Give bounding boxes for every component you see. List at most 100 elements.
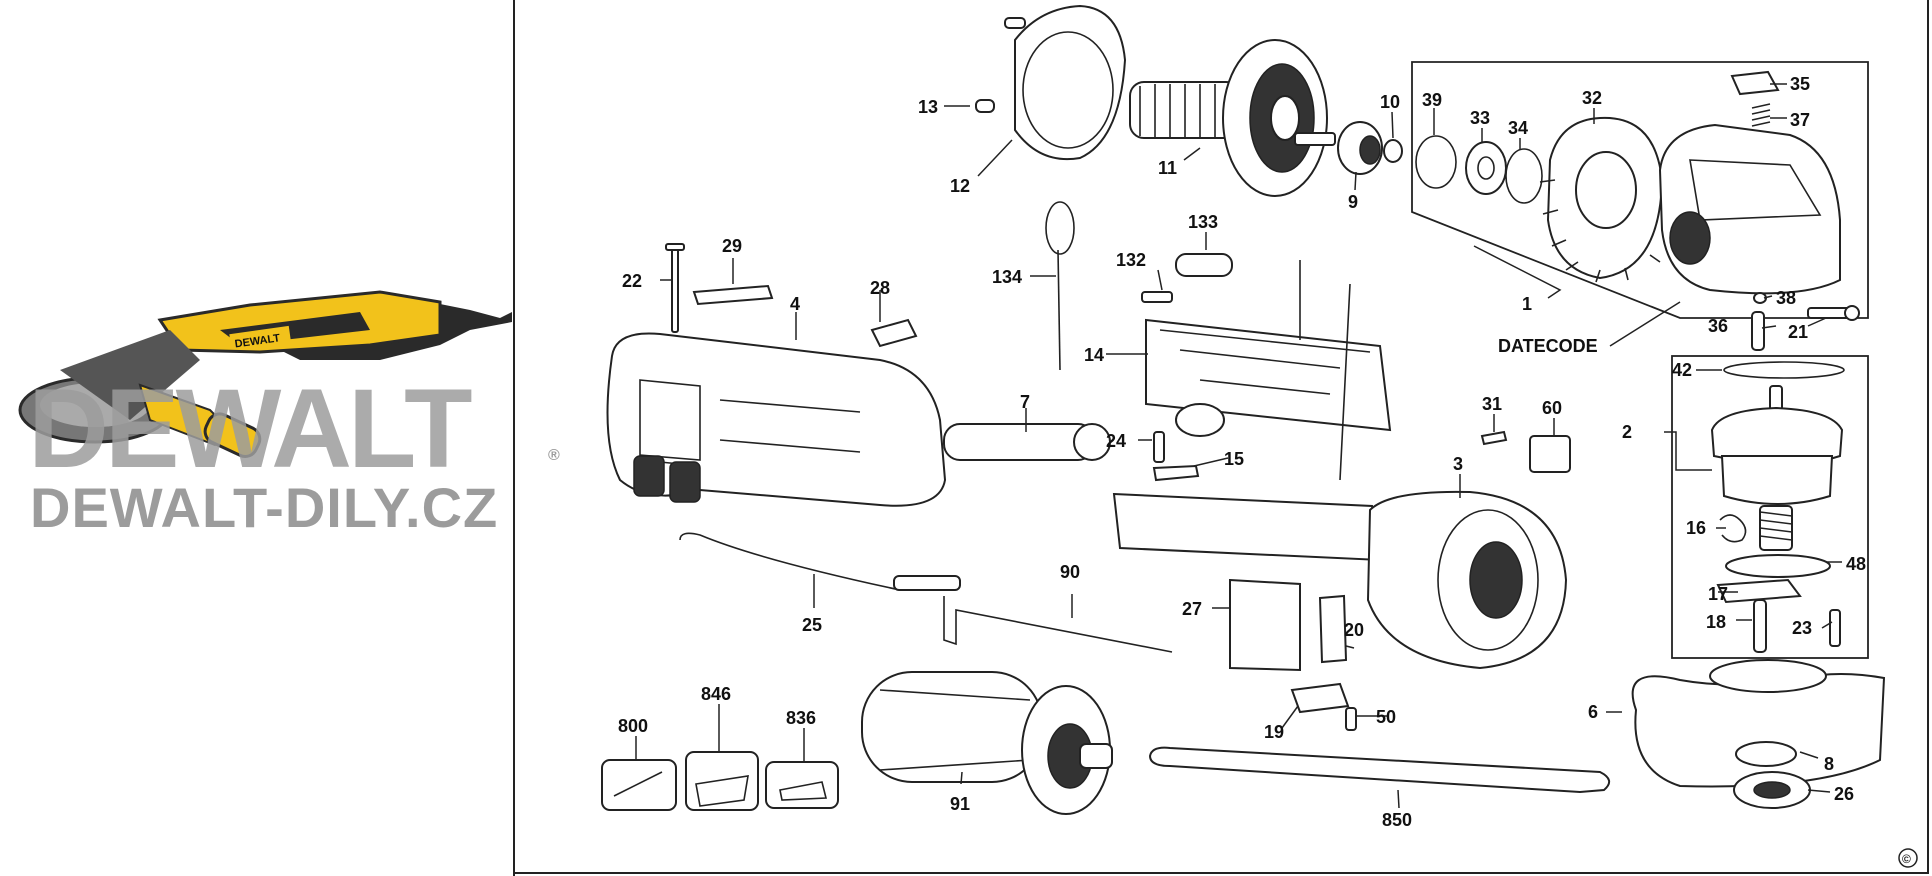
part-132-connector (1141, 291, 1173, 303)
part-33-bearing (1465, 141, 1507, 195)
label-37: 37 (1790, 110, 1810, 130)
label-27: 27 (1182, 599, 1202, 619)
label-19: 19 (1264, 722, 1284, 742)
part-19-spring-plate (1290, 682, 1350, 714)
part-9-bearing (1337, 121, 1383, 175)
part-11-armature (1129, 39, 1336, 197)
part-29-label (692, 284, 774, 306)
part-18-bolt (1753, 599, 1767, 653)
label-4: 4 (790, 294, 800, 314)
label-13: 13 (918, 97, 938, 117)
part-10-nut (1383, 139, 1403, 163)
part-34-o-ring (1505, 148, 1543, 204)
copyright-mark: © (1898, 848, 1918, 868)
spindle-box (1671, 355, 1869, 659)
label-846: 846 (701, 684, 731, 704)
part-26-nut (1733, 771, 1811, 809)
label-60: 60 (1542, 398, 1562, 418)
label-35: 35 (1790, 74, 1810, 94)
part-4-motor-housing (606, 332, 947, 507)
label-25: 25 (802, 615, 822, 635)
part-50-screw (1345, 707, 1357, 731)
part-48-o-ring (1725, 554, 1831, 578)
angle-grinder-photo: DEWALT (18, 290, 512, 458)
label-26: 26 (1834, 784, 1854, 804)
label-22: 22 (622, 271, 642, 291)
label-48: 48 (1846, 554, 1866, 574)
panel-divider (513, 0, 515, 876)
part-16-spring (1719, 514, 1747, 543)
part-12-baffle (975, 4, 1127, 161)
part-36-pin (1751, 311, 1765, 351)
label-7: 7 (1020, 392, 1030, 412)
label-8: 8 (1824, 754, 1834, 774)
part-15-bracket (1152, 464, 1200, 482)
label-14: 14 (1084, 345, 1104, 365)
part-8-flange (1735, 741, 1797, 767)
label-29: 29 (722, 236, 742, 256)
part-7-rod (943, 423, 1111, 461)
part-846-accessory-box (685, 751, 759, 811)
part-32-fan (1539, 116, 1664, 283)
label-3: 3 (1453, 454, 1463, 474)
label-6: 6 (1588, 702, 1598, 722)
watermark-site: DEWALT-DILY.CZ (30, 476, 498, 539)
part-800-accessory-box (601, 759, 677, 811)
part-60-connector (1529, 435, 1571, 473)
part-42-o-ring (1723, 361, 1845, 379)
part-850-spanner (1148, 746, 1611, 794)
label-800: 800 (618, 716, 648, 736)
label-21: 21 (1788, 322, 1808, 342)
label-33: 33 (1470, 108, 1490, 128)
part-37-spring (1751, 103, 1771, 127)
label-90: 90 (1060, 562, 1080, 582)
label-16: 16 (1686, 518, 1706, 538)
part-90-hex-key (943, 596, 1173, 653)
watermark-brand: DEWALT (28, 366, 472, 491)
part-31-label (1480, 430, 1508, 446)
label-850: 850 (1382, 810, 1412, 830)
part-23-screw (1829, 609, 1841, 647)
label-15: 15 (1224, 449, 1244, 469)
label-132: 132 (1116, 250, 1146, 270)
label-39: 39 (1422, 90, 1442, 110)
part-labels: 13 12 11 9 10 39 33 34 32 35 37 1 DATECO… (618, 74, 1866, 830)
part-21-screw (1807, 305, 1860, 321)
label-17: 17 (1708, 584, 1728, 604)
copyright-symbol: © (1902, 852, 1911, 866)
label-10: 10 (1380, 92, 1400, 112)
part-14-electronic-module (1145, 260, 1392, 481)
watermark: DEWALT ® DEWALT-DILY.CZ (28, 366, 560, 539)
label-836: 836 (786, 708, 816, 728)
part-91-side-handle (861, 671, 1113, 815)
leader-lines (635, 83, 1842, 809)
part-20-lever (1318, 594, 1348, 664)
part-25-cable (679, 532, 961, 591)
diagram-frame (515, 0, 1929, 874)
label-42: 42 (1672, 360, 1692, 380)
part-6-wheel-guard (1631, 659, 1886, 788)
part-133-suppressor (1175, 253, 1233, 277)
label-32: 32 (1582, 88, 1602, 108)
label-31: 31 (1482, 394, 1502, 414)
label-28: 28 (870, 278, 890, 298)
label-1: 1 (1522, 294, 1532, 314)
label-91: 91 (950, 794, 970, 814)
gear-case-box (1411, 61, 1869, 319)
part-1-gear-case (1658, 123, 1841, 295)
label-133: 133 (1188, 212, 1218, 232)
label-34: 34 (1508, 118, 1528, 138)
label-134: 134 (992, 267, 1022, 287)
label-50: 50 (1376, 707, 1396, 727)
label-12: 12 (950, 176, 970, 196)
part-134-cable-tie (1045, 201, 1075, 371)
part-28-cover (870, 318, 918, 348)
part-3-switch-housing (1112, 490, 1568, 670)
label-23: 23 (1792, 618, 1812, 638)
part-27-label (1229, 578, 1301, 672)
part-35-lock-button (1730, 70, 1780, 96)
label-38: 38 (1776, 288, 1796, 308)
part-17-lock-plate (1716, 578, 1802, 604)
label-20: 20 (1344, 620, 1364, 640)
